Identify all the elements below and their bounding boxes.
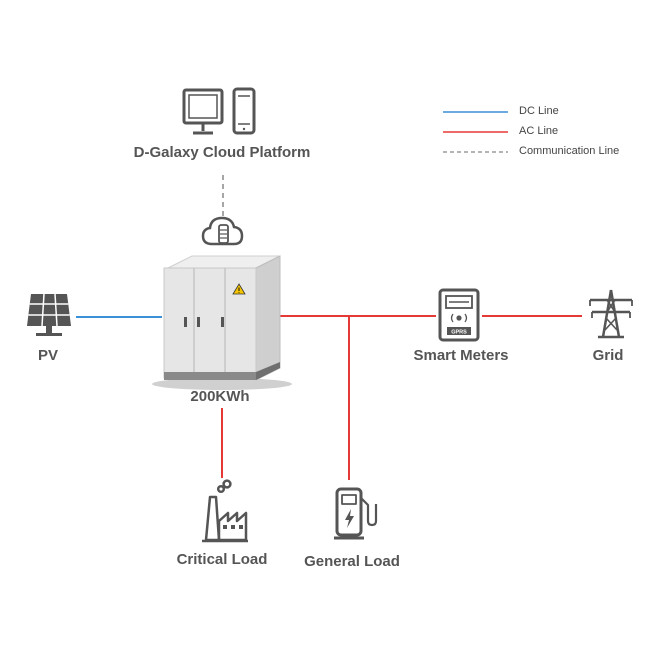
charger-bolt-icon	[345, 509, 354, 528]
legend-comm-label: Communication Line	[519, 145, 620, 157]
battery-label: 200KWh	[190, 388, 250, 405]
cloud-platform-label: D-Galaxy Cloud Platform	[133, 144, 311, 161]
solar-panel-icon	[27, 293, 71, 336]
cloud-icon	[201, 216, 244, 246]
factory-icon	[202, 479, 248, 543]
warning-icon	[232, 283, 246, 295]
critical-load-label: Critical Load	[176, 551, 268, 568]
legend-dc-label: DC Line	[519, 105, 559, 117]
meter-badge: GPRS	[451, 330, 467, 336]
pylon-icon	[589, 289, 633, 339]
legend	[443, 111, 508, 153]
smart-meter-icon	[438, 288, 480, 342]
charger-icon	[334, 487, 378, 540]
pv-label: PV	[37, 347, 59, 364]
smart-meters-label: Smart Meters	[413, 347, 509, 364]
phone-icon	[232, 87, 256, 135]
battery-cabinet-icon	[152, 255, 292, 390]
grid-label: Grid	[592, 347, 624, 364]
general-load-label: General Load	[304, 553, 400, 570]
monitor-icon	[182, 88, 224, 135]
legend-ac-label: AC Line	[519, 125, 559, 137]
